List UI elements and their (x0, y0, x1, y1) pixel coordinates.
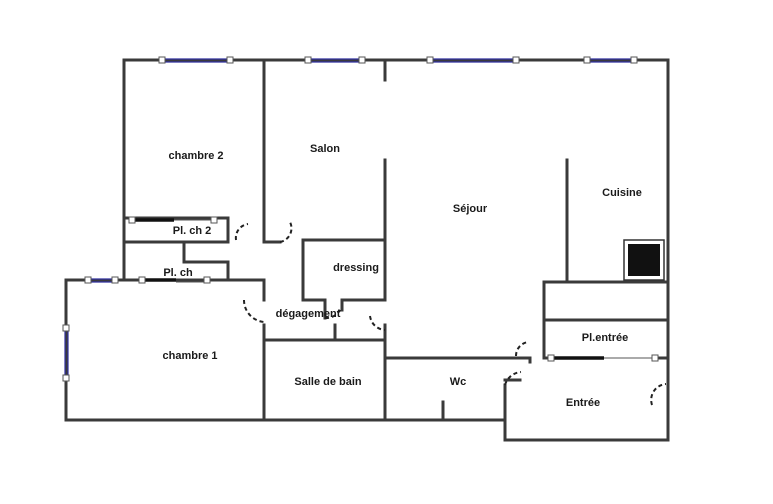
windows (62, 56, 638, 382)
room-label-chambre-2: chambre 2 (168, 150, 224, 162)
room-label-placard-ch2: Pl. ch 2 (172, 225, 212, 237)
room-label-degagement: dégagement (275, 308, 341, 320)
room-label-placard-entree: Pl.entrée (581, 332, 629, 344)
room-label-cuisine: Cuisine (602, 187, 642, 199)
door-swings (234, 221, 667, 406)
room-label-chambre-1: chambre 1 (162, 350, 218, 362)
room-label-salon: Salon (310, 143, 340, 155)
closet-rails (128, 216, 659, 362)
room-label-sejour: Séjour (452, 203, 488, 215)
room-label-wc: Wc (449, 376, 467, 388)
room-label-dressing: dressing (333, 262, 379, 274)
room-label-entree: Entrée (565, 397, 601, 409)
room-label-salle-de-bain: Salle de bain (294, 376, 362, 388)
walls (64, 58, 670, 442)
room-label-placard-ch: Pl. ch (163, 267, 193, 279)
cooktop-icon (623, 239, 665, 281)
